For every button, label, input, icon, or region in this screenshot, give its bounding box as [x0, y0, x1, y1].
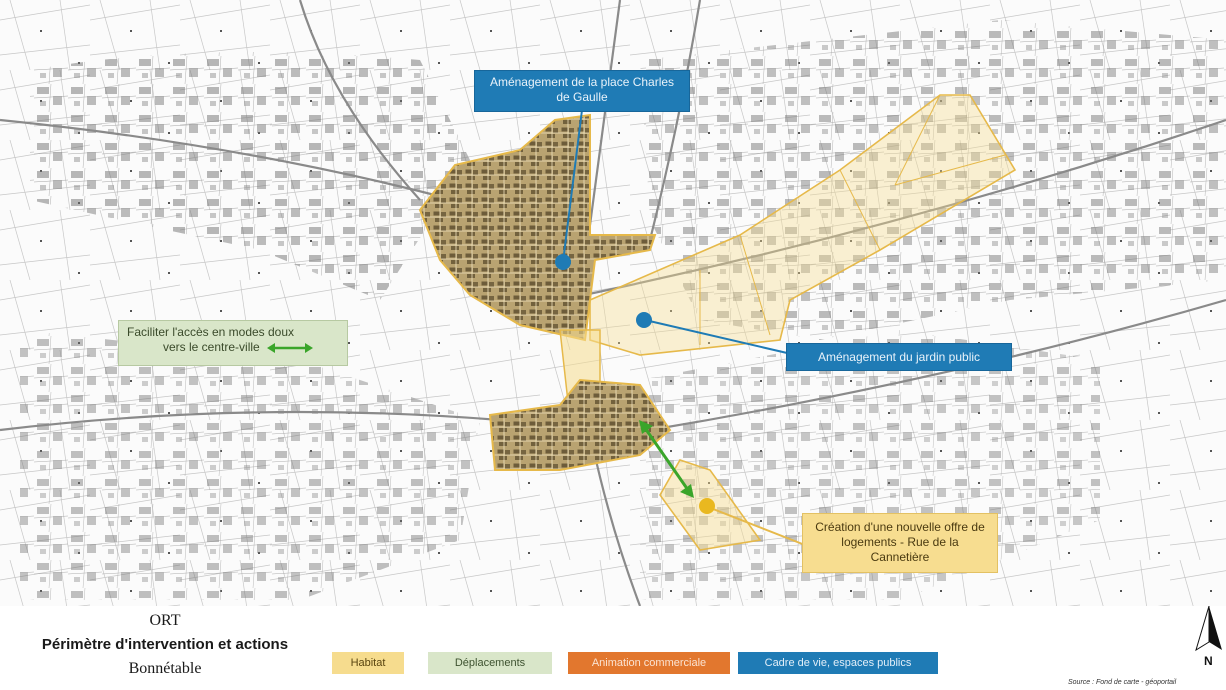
double-arrow-icon [639, 420, 694, 498]
legend-animation-commerciale: Animation commerciale [568, 652, 730, 674]
double-arrow-icon [267, 342, 314, 353]
callout-modes-doux-line2: vers le centre-ville [127, 340, 339, 355]
legend-deplacements: Déplacements [428, 652, 552, 674]
leader-line-logements [707, 506, 806, 546]
source-note: Source : Fond de carte - géoportail [1068, 679, 1177, 686]
urban-area-southwest [20, 330, 480, 600]
perimeter-south-core [488, 378, 672, 471]
leader-line-jardin [644, 319, 801, 357]
legend-cadre-de-vie: Cadre de vie, espaces publics [738, 652, 938, 674]
urban-area-northeast [640, 20, 1226, 340]
callout-place-charles-de-gaulle: Aménagement de la place Charles de Gaull… [474, 70, 690, 112]
urban-area-northwest [30, 52, 470, 300]
perimeter-north-core [418, 113, 657, 342]
town-name: Bonnétable [128, 660, 202, 677]
callout-modes-doux-line2-text: vers le centre-ville [163, 340, 260, 354]
callout-modes-doux: Faciliter l'accès en modes doux vers le … [118, 320, 348, 366]
callout-modes-doux-line1: Faciliter l'accès en modes doux [127, 325, 295, 339]
circle-marker-icon [699, 498, 715, 514]
map-title: Périmètre d'intervention et actions [41, 636, 289, 653]
callout-jardin-public: Aménagement du jardin public [786, 343, 1012, 371]
circle-marker-icon [636, 312, 652, 328]
perimeter-east-parcels [589, 94, 1017, 356]
callout-logements: Création d'une nouvelle offre de logemen… [802, 513, 998, 573]
legend-habitat: Habitat [332, 652, 404, 674]
north-label: N [1204, 654, 1213, 668]
program-label: ORT [149, 612, 181, 629]
north-arrow-icon [1195, 606, 1222, 652]
leader-line-place [562, 109, 583, 263]
circle-marker-icon [555, 254, 571, 270]
